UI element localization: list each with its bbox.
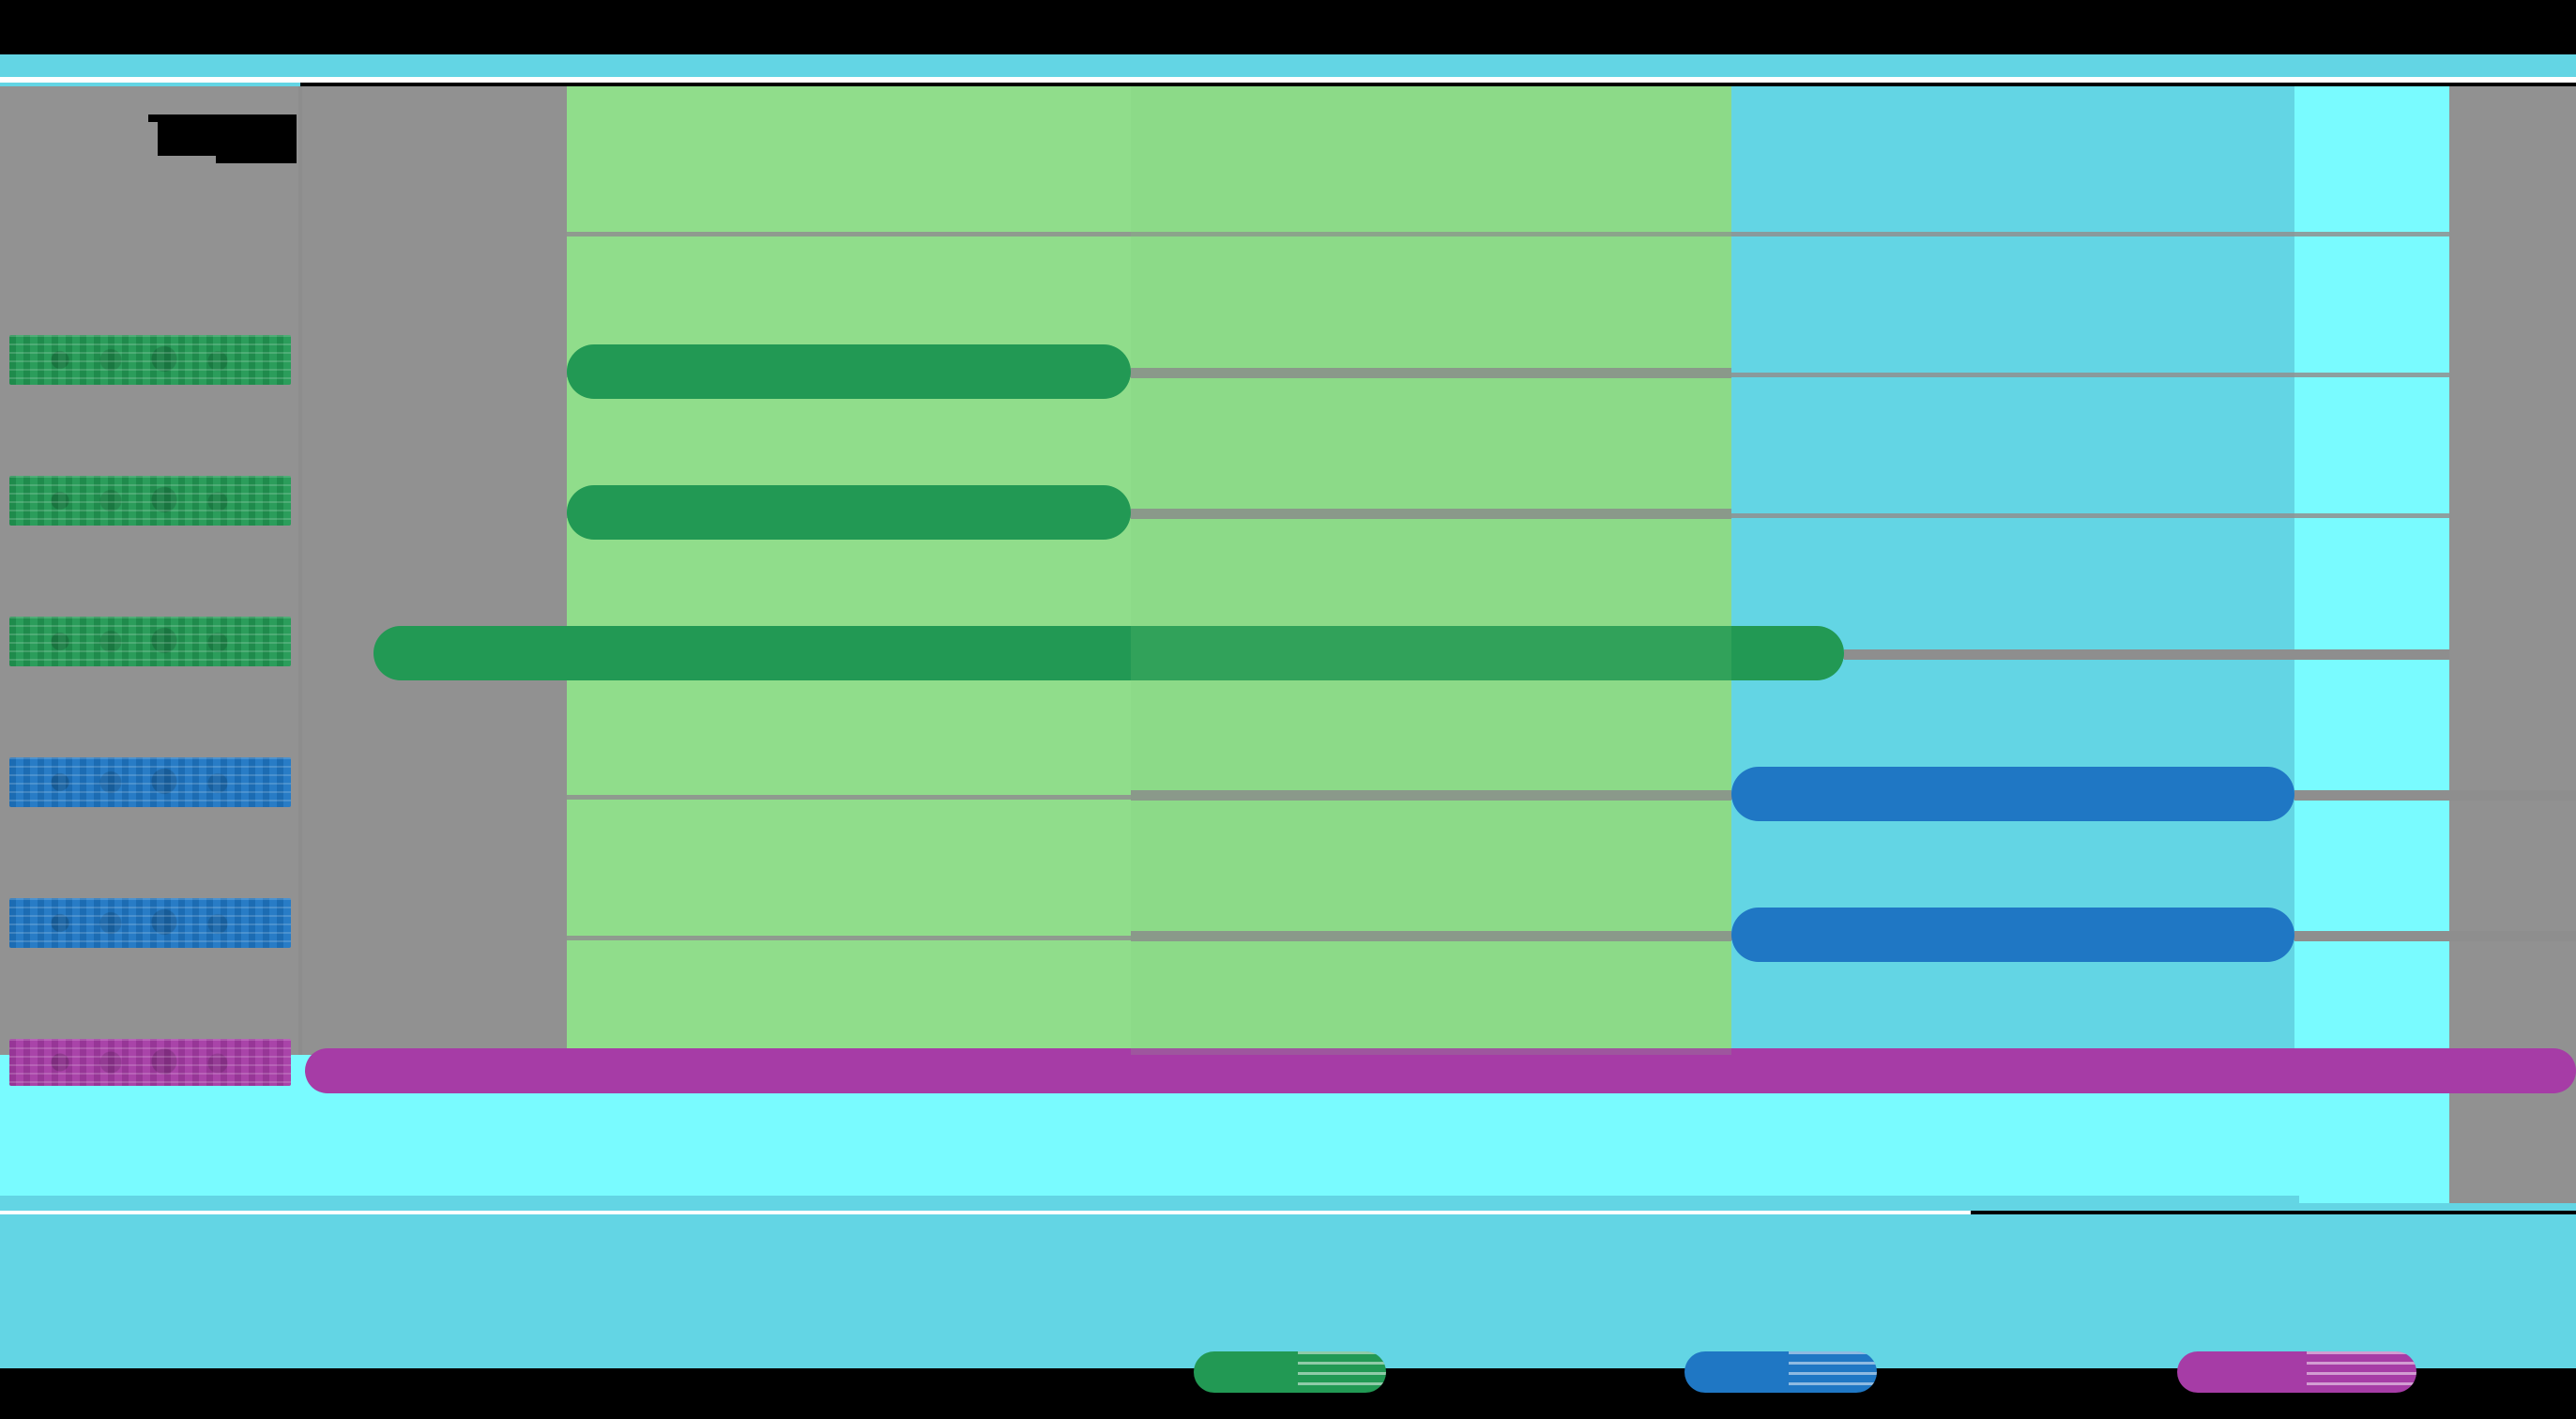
row-label-3 <box>9 617 291 666</box>
bar-row-2[interactable] <box>567 485 1131 540</box>
legend-label-2-redaction <box>1788 1351 1877 1393</box>
row-label-1-redaction <box>9 335 291 385</box>
bar-track-row-5-left <box>1131 931 1731 941</box>
row-label-4 <box>9 757 291 807</box>
legend-label-3-redaction <box>2306 1351 2416 1393</box>
row-label-5-redaction <box>9 898 291 948</box>
legend-swatch-magenta <box>2177 1351 2416 1393</box>
top-accent-strip <box>0 54 2576 77</box>
gridline-1 <box>567 232 2449 236</box>
top-white-rule <box>0 77 2576 83</box>
session-1-right-shade <box>1131 86 1731 1055</box>
row-label-1-glyphs <box>9 335 291 385</box>
legend-swatch-green <box>1194 1351 1386 1393</box>
bar-track-row-5-right <box>2294 931 2576 941</box>
bar-row-6[interactable] <box>305 1048 2576 1093</box>
row-label-3-redaction <box>9 617 291 666</box>
bar-track-row-1 <box>1131 368 1731 378</box>
footer-panel <box>0 1214 2576 1368</box>
bar-track-row-4-right <box>2294 790 2576 801</box>
footer-accent-strip <box>0 1203 2576 1211</box>
chart-title-redaction <box>148 114 297 163</box>
bar-track-row-3 <box>1844 649 2449 660</box>
gutter-divider <box>298 86 302 1055</box>
top-accent-rule-left <box>0 83 300 86</box>
row-label-4-glyphs <box>9 757 291 807</box>
row-label-2-glyphs <box>9 476 291 526</box>
plot-area: Session 1 Session 2 <box>0 86 2576 1203</box>
bar-track-row-4-left <box>1131 790 1731 801</box>
bar-row-1[interactable] <box>567 344 1131 399</box>
axis-band-edge <box>0 1196 2299 1203</box>
row-label-3-glyphs <box>9 617 291 666</box>
row-label-5 <box>9 898 291 948</box>
bar-row-4[interactable] <box>1731 767 2294 821</box>
right-margin-strip <box>2449 86 2576 1203</box>
legend-label-1-redaction <box>1297 1351 1386 1393</box>
bar-track-row-2 <box>1131 509 1731 519</box>
row-label-5-glyphs <box>9 898 291 948</box>
row-label-1 <box>9 335 291 385</box>
row-label-4-redaction <box>9 757 291 807</box>
bar-row-3[interactable] <box>373 626 1844 680</box>
chart-title-redaction-tail-left <box>148 114 161 122</box>
row-label-2 <box>9 476 291 526</box>
footer-white-rule <box>0 1211 1971 1214</box>
row-label-6 <box>9 1039 291 1086</box>
chart-title-redaction-tail-bottom <box>216 156 297 163</box>
bar-row-5[interactable] <box>1731 908 2294 962</box>
legend <box>0 1351 2576 1419</box>
legend-swatch-blue <box>1684 1351 1877 1393</box>
row-label-6-glyphs <box>9 1039 291 1086</box>
row-label-6-redaction <box>9 1039 291 1086</box>
row-label-2-redaction <box>9 476 291 526</box>
row-label-gutter <box>0 86 298 1055</box>
